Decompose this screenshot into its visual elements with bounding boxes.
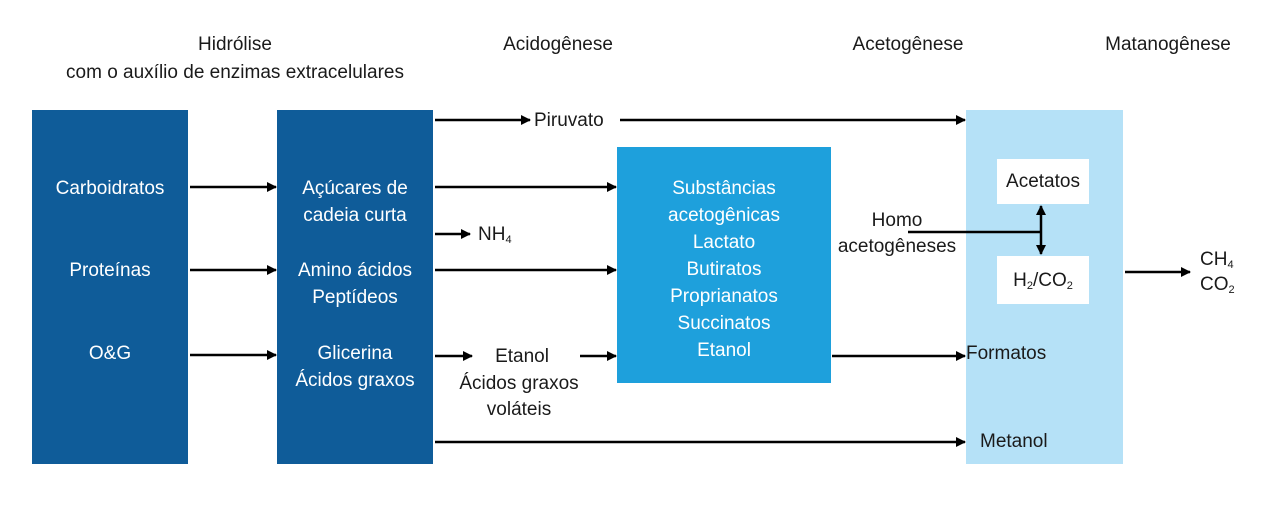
acidos-graxos-line2: voláteis	[486, 399, 552, 420]
acucares-line1: Açúcares de	[302, 178, 408, 199]
acetogenic-line-4: Proprianatos	[670, 286, 778, 307]
header-metanogenese: Matanogênese	[1105, 34, 1231, 55]
acetogenic-line-0: Substâncias	[672, 178, 776, 199]
ch-text: CH	[1200, 249, 1228, 270]
glicerina-line2: Ácidos graxos	[295, 370, 415, 391]
nh-text: NH	[478, 224, 506, 245]
acidos-graxos-volateis-label: Ácidos graxos voláteis	[449, 371, 589, 423]
acetogenic-line-1: acetogênicas	[668, 205, 780, 226]
header-hidrolise: Hidrólise com o auxílio de enzimas extra…	[55, 34, 415, 84]
og-label: O&G	[88, 343, 132, 364]
header-acidogenese: Acidogênese	[503, 34, 613, 55]
nh4-label: NH4	[478, 222, 512, 253]
header-hidrolise-line1: Hidrólise	[198, 34, 272, 55]
homo-line2: acetogêneses	[837, 236, 957, 257]
formatos-label: Formatos	[966, 343, 1047, 364]
homo-line1: Homo	[871, 210, 923, 231]
acetatos-box	[997, 159, 1089, 204]
amino-line1: Amino ácidos	[297, 260, 413, 281]
acetogenic-line-5: Succinatos	[677, 313, 771, 334]
acetatos-label: Acetatos	[1006, 171, 1080, 192]
h2-subscript: 2	[1026, 280, 1033, 292]
ch4-label: CH4	[1200, 248, 1234, 277]
header-acetogenese: Acetogênese	[852, 34, 964, 55]
co2-text: /CO	[1032, 270, 1067, 291]
acetogenic-label: Substâncias acetogênicas Lactato Butirat…	[617, 175, 831, 364]
glicerina-label: Glicerina Ácidos graxos	[277, 340, 433, 394]
acidos-graxos-line1: Ácidos graxos	[459, 373, 579, 394]
acucares-line2: cadeia curta	[303, 205, 407, 226]
h2co2-label: H2/CO2	[997, 268, 1089, 299]
ch-subscript: 4	[1227, 259, 1234, 271]
hydrolysis-products-box	[277, 110, 433, 464]
co2-subscript: 2	[1066, 280, 1073, 292]
amino-line2: Peptídeos	[312, 287, 398, 308]
h2co2-box	[997, 256, 1089, 304]
acucares-label: Açúcares de cadeia curta	[277, 175, 433, 229]
h2-text: H	[1013, 270, 1027, 291]
amino-acidos-label: Amino ácidos Peptídeos	[277, 257, 433, 311]
acetogenic-box	[617, 147, 831, 383]
acetogenic-line-3: Butiratos	[686, 259, 762, 280]
co2-product-label: CO2	[1200, 273, 1235, 302]
carboidratos-label: Carboidratos	[55, 178, 165, 199]
homo-acetogeneses-label: Homo acetogêneses	[832, 208, 962, 260]
nh-subscript: 4	[505, 234, 512, 246]
co-text: CO	[1200, 274, 1229, 295]
acetogenic-line-2: Lactato	[692, 232, 756, 253]
proteinas-label: Proteínas	[69, 260, 151, 281]
metanol-label: Metanol	[980, 431, 1048, 452]
acetogenic-line-6: Etanol	[697, 340, 751, 361]
etanol-label: Etanol	[495, 346, 549, 367]
substrates-box	[32, 110, 188, 464]
piruvato-label: Piruvato	[534, 110, 604, 131]
glicerina-line1: Glicerina	[317, 343, 393, 364]
header-hidrolise-line2: com o auxílio de enzimas extracelulares	[66, 62, 404, 83]
co-subscript: 2	[1228, 284, 1235, 296]
